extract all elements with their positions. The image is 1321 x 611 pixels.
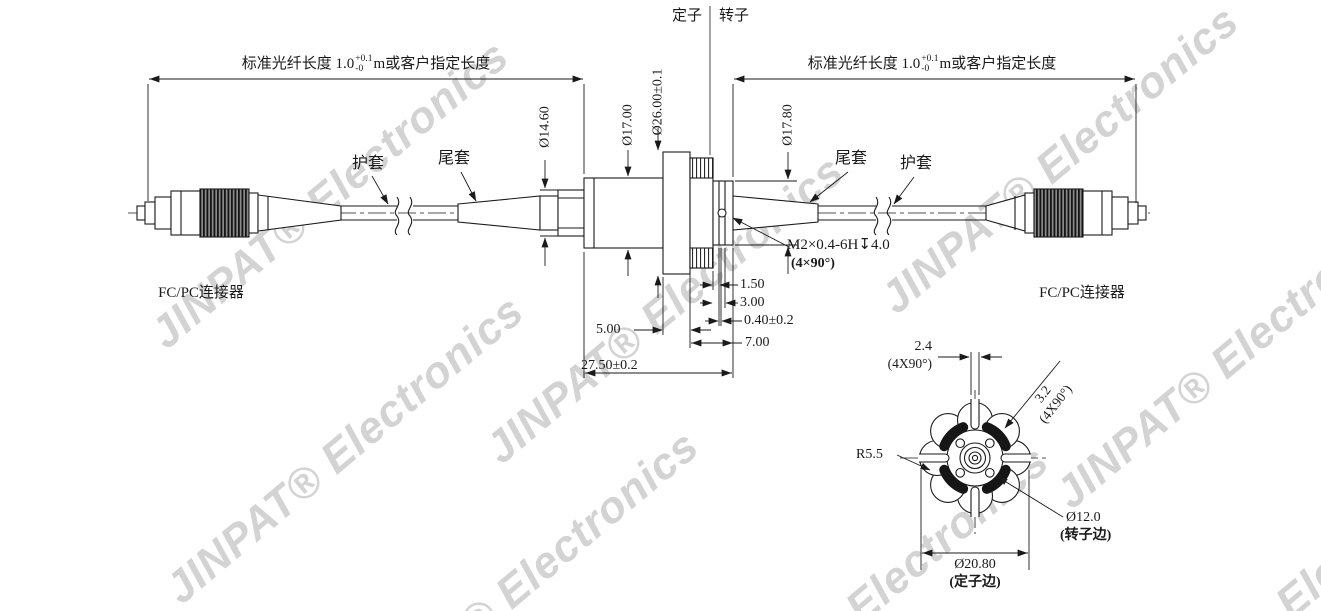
fiber-cable-left [341, 195, 541, 236]
dimension-lines [147, 6, 1137, 378]
fcpc-connector-right [985, 188, 1147, 238]
rotary-joint-body [539, 151, 734, 275]
fcpc-connector-left [136, 188, 342, 238]
fiber-cable-right [732, 195, 986, 236]
end-view-dimension-lines [896, 352, 1064, 570]
